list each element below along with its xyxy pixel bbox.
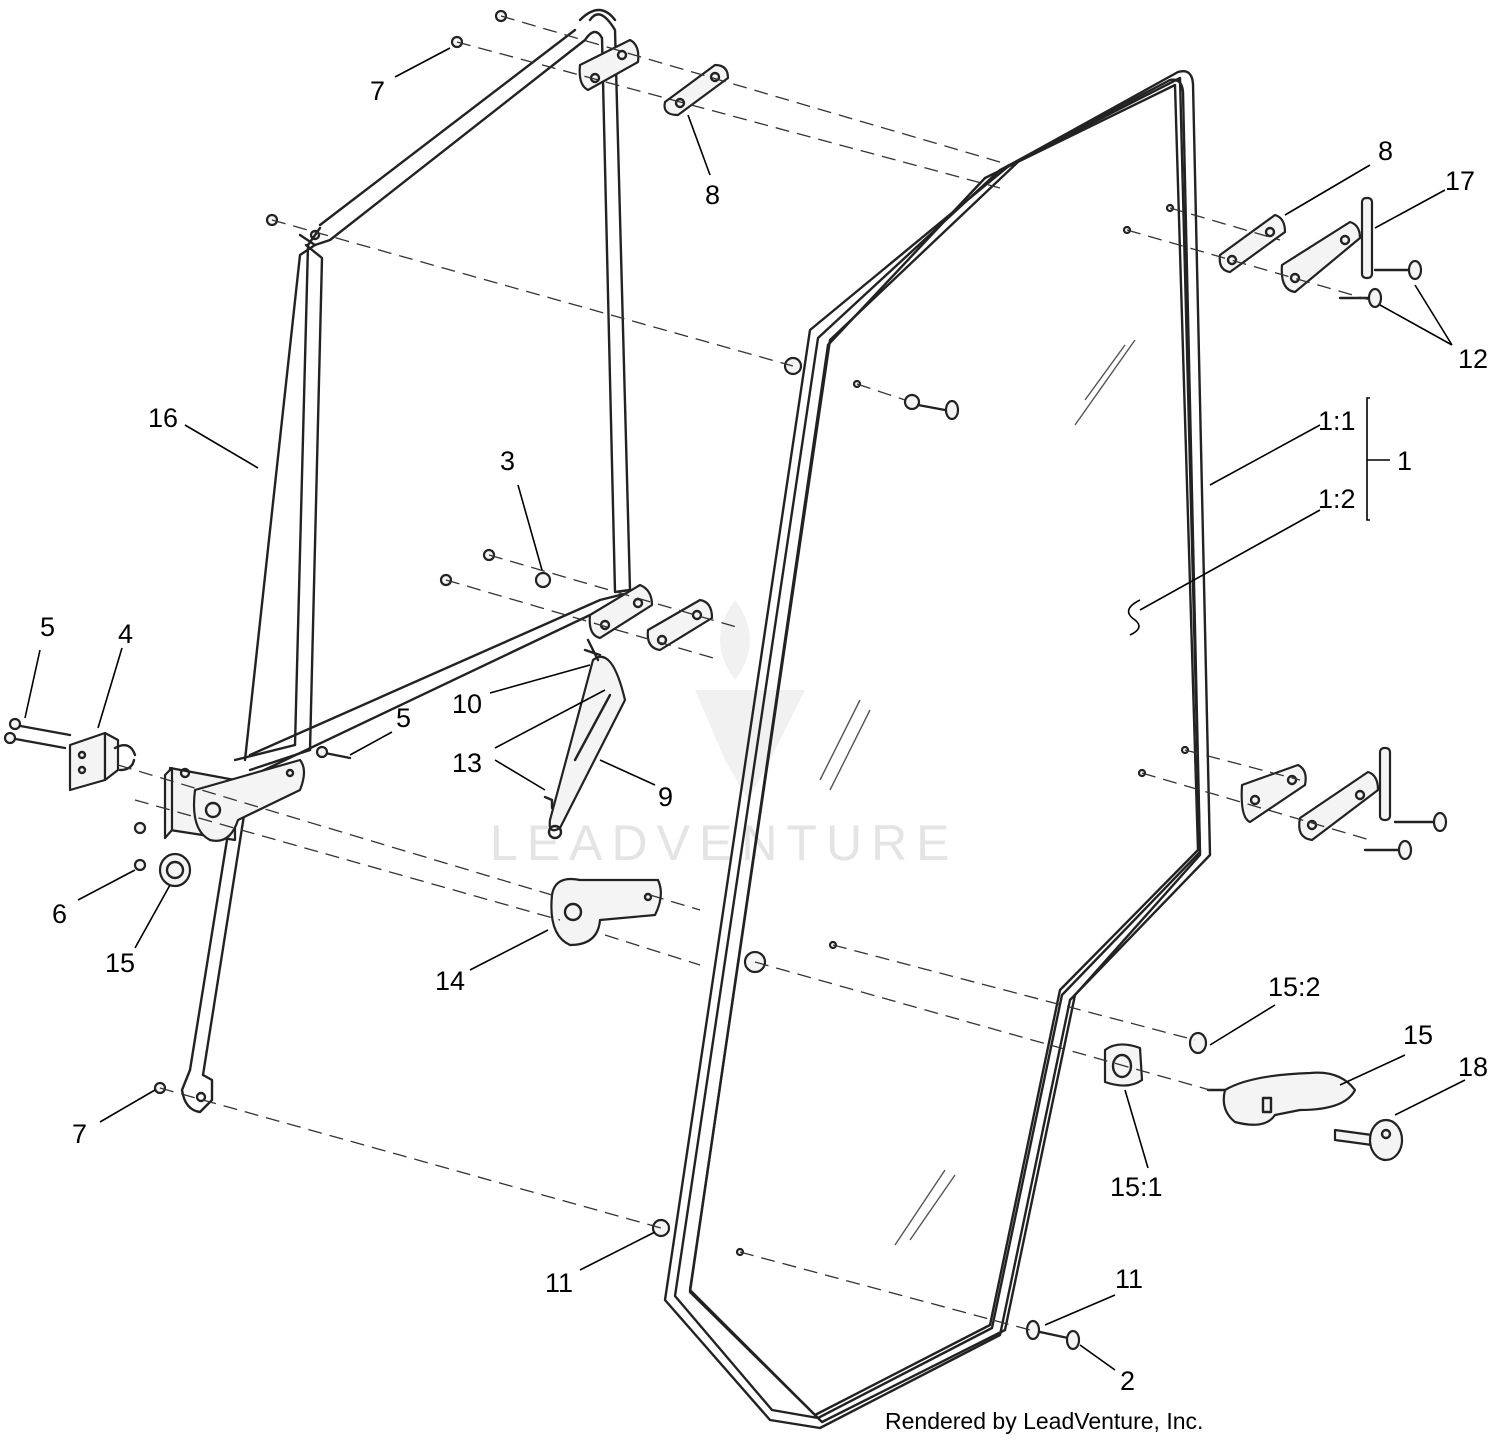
render-credit: Rendered by LeadVenture, Inc. — [885, 1408, 1204, 1434]
hinge-plate-top — [578, 38, 640, 92]
callout-16: 16 — [148, 403, 178, 433]
latch-bracket — [68, 731, 137, 792]
plate-14 — [550, 877, 662, 947]
callout-12: 12 — [1458, 344, 1488, 374]
callout-2: 2 — [1120, 1366, 1135, 1396]
hinge-17-top — [1280, 196, 1374, 294]
callout-15-2: 15:2 — [1268, 972, 1321, 1002]
callout-5-left: 5 — [40, 612, 55, 642]
callout-1: 1 — [1397, 446, 1412, 476]
handle-15 — [1206, 1071, 1357, 1126]
callout-8-right: 8 — [1378, 136, 1393, 166]
hinge-plate-mid-right — [646, 598, 714, 652]
callout-7-bottom: 7 — [72, 1119, 87, 1149]
hardware-fasteners — [3, 9, 1448, 1351]
callout-18: 18 — [1458, 1052, 1488, 1082]
callout-9: 9 — [658, 782, 673, 812]
gas-strut — [547, 638, 627, 840]
callout-11-right: 11 — [1115, 1264, 1143, 1294]
callout-11-left: 11 — [545, 1268, 573, 1298]
callout-1-2: 1:2 — [1318, 484, 1356, 514]
hinge-plate-8-right-top — [1218, 213, 1287, 274]
door-glass-panel — [663, 70, 1212, 1430]
callout-13: 13 — [452, 748, 482, 778]
callout-15-left: 15 — [105, 948, 135, 978]
washer-15-2 — [1188, 1031, 1208, 1055]
callout-17: 17 — [1445, 166, 1475, 196]
callout-5-mid: 5 — [396, 703, 411, 733]
assembly-lines — [117, 15, 1371, 1331]
hinge-plate-right-bottom — [1240, 763, 1307, 824]
callout-8-top: 8 — [705, 180, 720, 210]
callout-7-top: 7 — [370, 76, 385, 106]
hinge-plate-mid-left — [588, 583, 654, 640]
key-18 — [1333, 1118, 1404, 1162]
callout-4: 4 — [118, 619, 133, 649]
callout-10: 10 — [452, 689, 482, 719]
callout-15-1: 15:1 — [1110, 1172, 1163, 1202]
callout-14: 14 — [435, 966, 465, 996]
callout-6: 6 — [52, 899, 67, 929]
door-frame — [180, 8, 642, 1114]
callout-1-1: 1:1 — [1318, 406, 1356, 436]
hinge-right-bottom — [1298, 746, 1392, 842]
leader-lines — [24, 47, 1466, 1371]
watermark-text: LEADVENTURE — [490, 815, 959, 871]
watermark-logo — [695, 600, 805, 800]
callout-15-right: 15 — [1403, 1020, 1433, 1050]
callout-labels: 7 8 8 17 12 16 3 1:1 1 1:2 5 4 5 10 13 9… — [40, 76, 1488, 1396]
nut-15 — [158, 852, 192, 888]
callout-3: 3 — [500, 446, 515, 476]
